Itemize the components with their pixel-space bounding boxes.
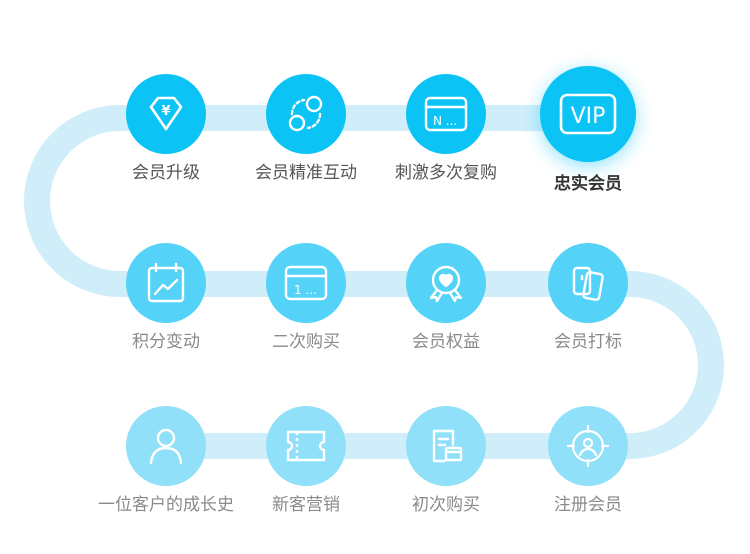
step-label: 刺激多次复购 [395, 163, 497, 183]
journey-step: VIP 忠实会员 [528, 66, 648, 194]
step-label: 会员打标 [554, 332, 622, 352]
card-one-icon: 1 ... [280, 261, 332, 305]
journey-step: 会员权益 [386, 243, 506, 352]
step-circle [126, 243, 206, 323]
svg-text:1 ...: 1 ... [294, 283, 317, 297]
card-n-icon: N ... [420, 92, 472, 136]
diamond-yen-icon: ¥ [142, 91, 190, 137]
svg-text:¥: ¥ [161, 104, 170, 119]
person-icon [143, 423, 189, 469]
vip-icon: VIP [556, 89, 620, 139]
journey-step: 新客营销 [246, 406, 366, 515]
tag-cards-icon [565, 260, 611, 306]
journey-step: ¥ 会员升级 [106, 74, 226, 183]
journey-step: 会员打标 [528, 243, 648, 352]
step-circle [406, 406, 486, 486]
step-circle [266, 406, 346, 486]
step-label: 忠实会员 [554, 174, 622, 194]
journey-step: 会员精准互动 [246, 74, 366, 183]
step-label: 积分变动 [132, 332, 200, 352]
step-circle: N ... [406, 74, 486, 154]
target-user-icon [564, 422, 612, 470]
calendar-chart-icon [143, 259, 189, 307]
step-circle: VIP [540, 66, 636, 162]
journey-step: 积分变动 [106, 243, 226, 352]
ticket-icon [281, 423, 331, 469]
step-circle [406, 243, 486, 323]
step-circle: ¥ [126, 74, 206, 154]
svg-text:N ...: N ... [433, 114, 457, 128]
step-label: 注册会员 [554, 495, 622, 515]
step-label: 一位客户的成长史 [98, 495, 234, 515]
svg-text:VIP: VIP [571, 104, 606, 129]
journey-step: 初次购买 [386, 406, 506, 515]
step-label: 会员权益 [412, 332, 480, 352]
step-circle [126, 406, 206, 486]
interaction-icon [282, 90, 330, 138]
heart-badge-icon [422, 259, 470, 307]
step-circle [266, 74, 346, 154]
step-label: 会员精准互动 [255, 163, 357, 183]
step-circle [548, 406, 628, 486]
step-label: 会员升级 [132, 163, 200, 183]
step-label: 二次购买 [272, 332, 340, 352]
receipt-icon [423, 423, 469, 469]
step-label: 新客营销 [272, 495, 340, 515]
step-circle [548, 243, 628, 323]
journey-step: 一位客户的成长史 [76, 406, 256, 515]
journey-step: 1 ... 二次购买 [246, 243, 366, 352]
journey-step: 注册会员 [528, 406, 648, 515]
step-circle: 1 ... [266, 243, 346, 323]
journey-step: N ... 刺激多次复购 [386, 74, 506, 183]
step-label: 初次购买 [412, 495, 480, 515]
